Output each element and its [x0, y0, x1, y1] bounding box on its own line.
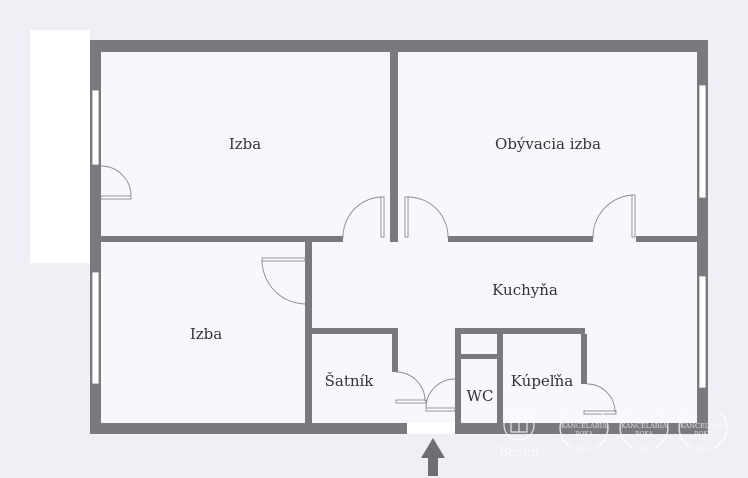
doors [100, 165, 636, 415]
room-label-kupelna: Kúpeľňa [511, 372, 573, 390]
svg-text:KANCELÁRIA: KANCELÁRIA [561, 421, 607, 430]
windows [91, 84, 707, 389]
award-laurel-icon [559, 411, 609, 449]
window-izba-2 [91, 271, 100, 385]
interior-walls [101, 52, 697, 423]
room-label-izba-1: Izba [229, 135, 261, 153]
room-label-izba-2: Izba [190, 325, 222, 343]
watermark-brand: Bosen [499, 445, 540, 460]
svg-text:2022: 2022 [635, 446, 653, 454]
entrance-arrow-icon [421, 438, 445, 476]
svg-text:2023: 2023 [694, 446, 712, 454]
balcony-area [30, 30, 90, 263]
award-laurel-icon [678, 411, 728, 449]
room-label-satnik: Šatník [325, 372, 375, 390]
award-badge-1: KANCELÁRIA ROKA 2021 [559, 411, 609, 454]
svg-text:ROKA: ROKA [575, 431, 594, 438]
svg-text:2021: 2021 [575, 446, 593, 454]
award-badge-2: KANCELÁRIA ROKA 2022 [619, 411, 669, 454]
window-obyvacia [698, 84, 707, 199]
outer-walls [90, 40, 708, 434]
award-laurel-icon [619, 411, 669, 449]
room-label-wc: WC [467, 387, 494, 405]
entrance-opening [407, 423, 455, 434]
window-kuchyna [698, 275, 707, 389]
window-izba-1 [91, 89, 100, 166]
room-label-kuchyna: Kuchyňa [492, 281, 558, 299]
svg-text:ROKA: ROKA [635, 431, 654, 438]
room-label-obyvacia: Obývacia izba [495, 135, 601, 153]
award-badge-3: KANCELÁRIA ROKA 2023 [678, 411, 728, 454]
bosen-logo-icon [503, 409, 535, 441]
svg-text:KANCELÁRIA: KANCELÁRIA [621, 421, 667, 430]
svg-text:KANCELÁRIA: KANCELÁRIA [680, 421, 726, 430]
svg-text:ROKA: ROKA [694, 431, 713, 438]
